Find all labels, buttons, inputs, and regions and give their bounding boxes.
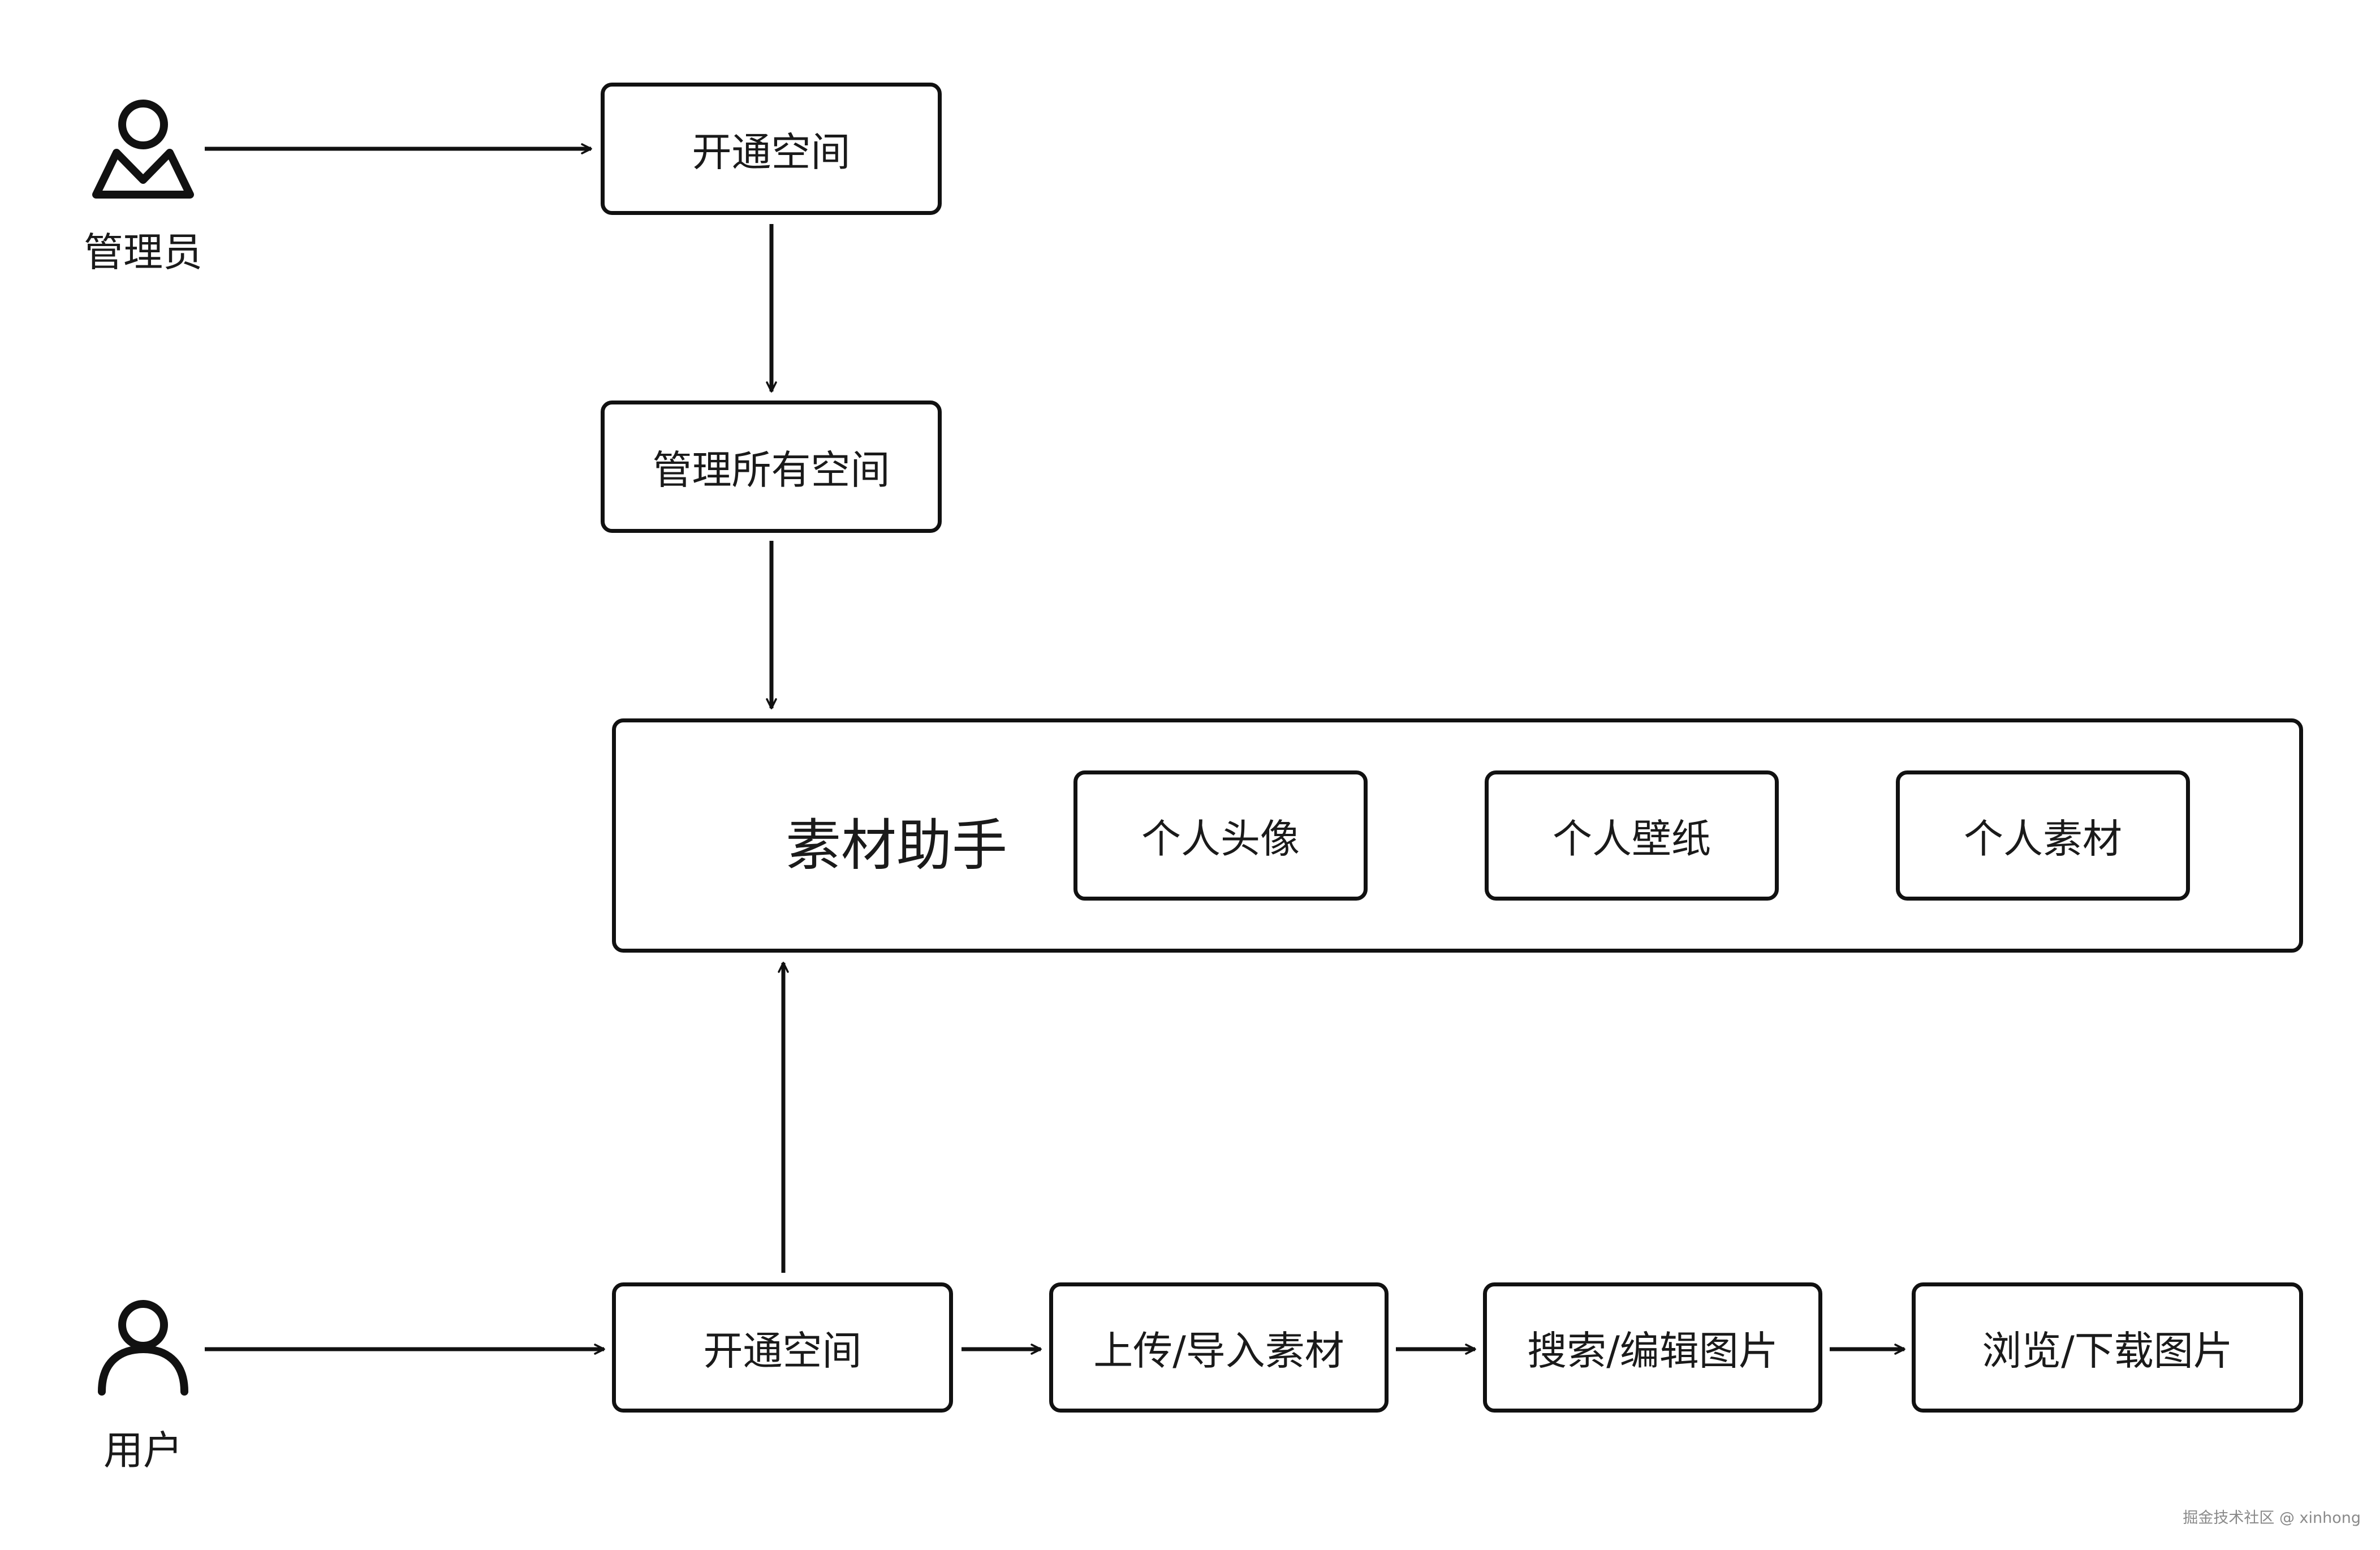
module-avatar-label: 个人头像 xyxy=(1141,815,1300,862)
user-open-space-label: 开通空间 xyxy=(703,1327,862,1374)
search-edit-label: 搜索/编辑图片 xyxy=(1527,1327,1778,1374)
admin-label: 管理员 xyxy=(84,229,202,275)
admin-open-space-label: 开通空间 xyxy=(692,128,851,175)
upload-import-box: 上传/导入素材 xyxy=(1049,1282,1389,1413)
module-wallpaper-label: 个人壁纸 xyxy=(1553,815,1711,862)
manage-all-spaces-box: 管理所有空间 xyxy=(601,401,942,533)
upload-import-label: 上传/导入素材 xyxy=(1093,1327,1344,1374)
browse-download-label: 浏览/下载图片 xyxy=(1982,1327,2233,1374)
browse-download-box: 浏览/下载图片 xyxy=(1912,1282,2303,1413)
module-materials-box: 个人素材 xyxy=(1896,770,2190,901)
user-label: 用户 xyxy=(104,1427,183,1474)
module-wallpaper-box: 个人壁纸 xyxy=(1485,770,1779,901)
admin-person-icon xyxy=(92,100,194,199)
manage-all-spaces-label: 管理所有空间 xyxy=(652,446,890,493)
assistant-title: 素材助手 xyxy=(785,813,1007,878)
admin-open-space-box: 开通空间 xyxy=(601,83,942,215)
search-edit-box: 搜索/编辑图片 xyxy=(1483,1282,1822,1413)
watermark: 掘金技术社区 @ xinhong xyxy=(2183,1509,2361,1527)
module-materials-label: 个人素材 xyxy=(1964,815,2122,862)
module-avatar-box: 个人头像 xyxy=(1073,770,1368,901)
user-open-space-box: 开通空间 xyxy=(612,1282,953,1413)
user-person-icon xyxy=(98,1300,188,1396)
